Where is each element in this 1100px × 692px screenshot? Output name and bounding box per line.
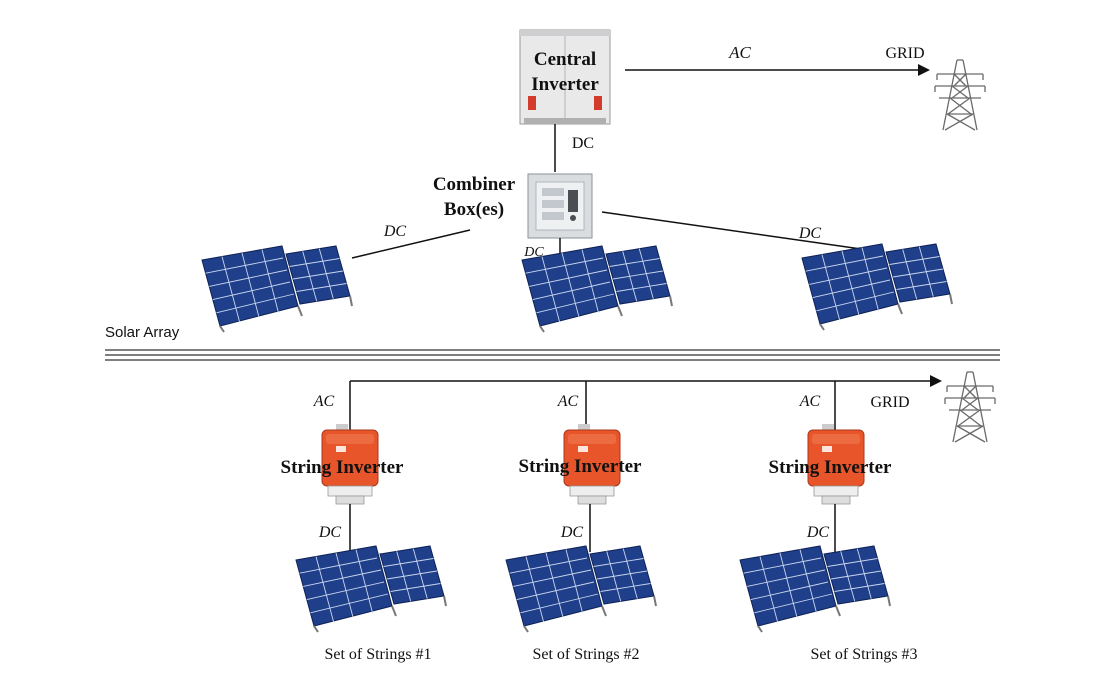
left-array-dc-label: DC bbox=[383, 223, 407, 240]
combiner-label-line1: Combiner bbox=[433, 174, 516, 195]
solar-array-label: Solar Array bbox=[105, 324, 180, 341]
inverter-1-dc-label: DC bbox=[318, 524, 342, 541]
solar-panel-pair-icon bbox=[201, 245, 353, 333]
solar-panel-pair-icon bbox=[521, 245, 673, 333]
central-grid-label: GRID bbox=[885, 45, 924, 62]
solar-panel-pair-icon bbox=[295, 545, 447, 633]
inverter-2-ac-label: AC bbox=[557, 393, 579, 410]
central-ac-arrowhead bbox=[918, 64, 930, 76]
solar-panel-pair-icon bbox=[801, 243, 953, 331]
string-grid-label: GRID bbox=[870, 394, 909, 411]
strings-1-label: Set of Strings #1 bbox=[324, 646, 431, 663]
string-inverter-2-label: String Inverter bbox=[519, 456, 643, 477]
inverter-dc-label: DC bbox=[572, 135, 594, 152]
central-inverter-label-line1: Central bbox=[534, 49, 596, 70]
inverter-1-ac-label: AC bbox=[313, 393, 335, 410]
right-array-dc-label: DC bbox=[798, 225, 822, 242]
string-ac-arrowhead bbox=[930, 375, 942, 387]
solar-panel-pair-icon bbox=[739, 545, 891, 633]
central-inverter-label-line2: Inverter bbox=[531, 74, 599, 95]
central-ac-label: AC bbox=[728, 43, 751, 62]
strings-2-label: Set of Strings #2 bbox=[532, 646, 639, 663]
left-array-dc-line bbox=[351, 229, 471, 259]
solar-panel-pair-icon bbox=[505, 545, 657, 633]
inverter-3-dc-label: DC bbox=[806, 524, 830, 541]
combiner-box-icon bbox=[527, 173, 593, 239]
string-inverter-1-label: String Inverter bbox=[281, 457, 405, 478]
center-array-dc-label: DC bbox=[523, 245, 544, 260]
central-inverter-icon bbox=[519, 29, 611, 125]
combiner-label-line2: Box(es) bbox=[444, 199, 504, 220]
string-inverter-3-label: String Inverter bbox=[769, 457, 893, 478]
right-array-dc-line bbox=[601, 211, 869, 251]
string-transmission-tower-icon bbox=[944, 371, 996, 443]
inverter-2-dc-label: DC bbox=[560, 524, 584, 541]
strings-3-label: Set of Strings #3 bbox=[810, 646, 917, 663]
central-transmission-tower-icon bbox=[934, 59, 986, 131]
inverter-3-ac-label: AC bbox=[799, 393, 821, 410]
